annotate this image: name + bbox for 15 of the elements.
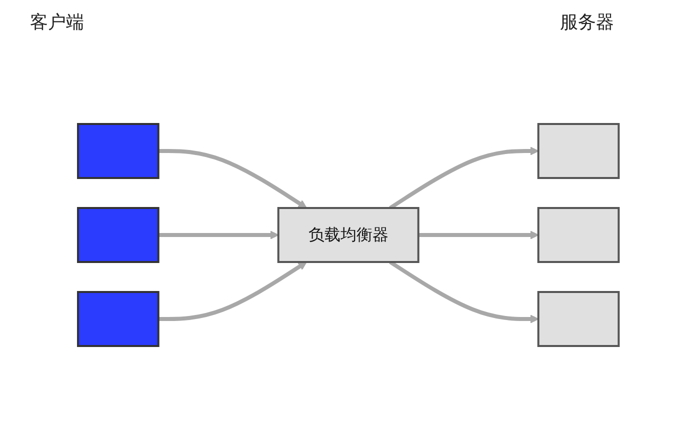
node-box xyxy=(538,207,620,263)
node-box xyxy=(538,123,620,179)
node-box xyxy=(77,123,160,179)
node-box xyxy=(77,291,160,347)
group-heading: 服务器 xyxy=(560,11,614,34)
arrow xyxy=(418,230,539,240)
node-box xyxy=(538,291,620,347)
arrow xyxy=(158,149,308,208)
node-box xyxy=(77,207,160,263)
arrow xyxy=(158,230,279,240)
arrow xyxy=(158,262,308,321)
arrow xyxy=(389,260,539,324)
arrow xyxy=(389,146,539,210)
node-box: 负载均衡器 xyxy=(278,207,420,263)
group-heading: 客户端 xyxy=(30,11,84,34)
